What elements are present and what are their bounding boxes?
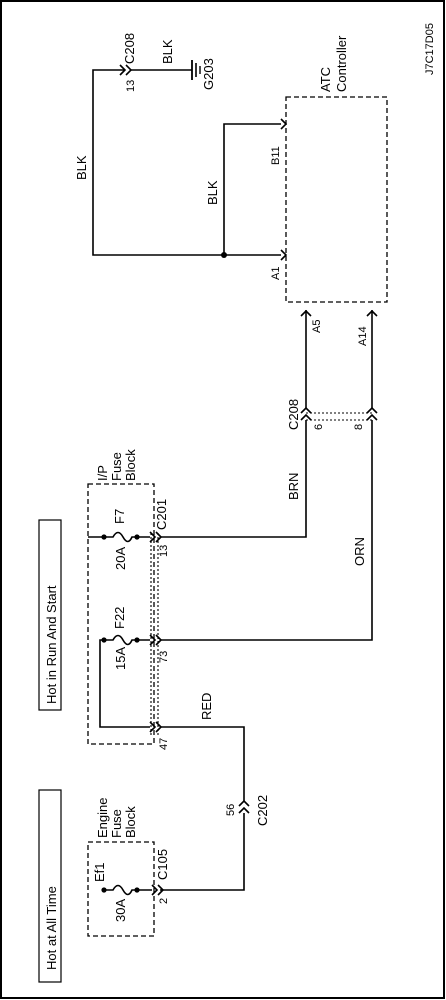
power-label-run-start: Hot in Run And Start (44, 585, 59, 704)
ip-fuse-block: I/P Fuse Block F7 20A F22 15A (87, 449, 155, 745)
connector-c208-top-label: C208 (122, 33, 137, 64)
connector-c201-pin-73: 73 (158, 651, 170, 663)
connector-c202-pin: 56 (225, 804, 237, 816)
connector-c105-label: C105 (155, 849, 170, 880)
engine-fuse-block-title-2: Fuse (109, 809, 124, 838)
power-label-always-box: Hot at All Time (38, 789, 62, 983)
wire-orn-label: ORN (352, 537, 367, 566)
engine-fuse-block-title-3: Block (123, 806, 138, 838)
connector-c208-shell (306, 412, 372, 421)
wire-brn-label: BRN (286, 473, 301, 500)
fuse-f7-name: F7 (112, 509, 127, 524)
atc-title-2: Controller (334, 35, 349, 92)
ip-fuse-block-title-3: Block (123, 449, 138, 481)
fuse-ef1-rating: 30A (113, 899, 128, 922)
connector-c201-shell (150, 533, 159, 735)
connector-c201-pin-47: 47 (158, 738, 170, 750)
figure-id: J7C17D05 (424, 23, 436, 75)
power-label-always: Hot at All Time (44, 886, 59, 970)
wire-c105-c202 (160, 813, 245, 891)
connector-c202-label: C202 (255, 795, 270, 826)
connector-c202-symbol (238, 799, 250, 814)
pin-b11-symbol (280, 118, 288, 130)
connector-c201-pin13 (137, 531, 163, 543)
power-label-run-start-box: Hot in Run And Start (38, 519, 62, 711)
wire-blk-outer (92, 69, 281, 256)
connector-c208-top-pin: 13 (125, 80, 137, 92)
ground-wire-label: BLK (160, 39, 175, 64)
atc-controller: ATC Controller (285, 35, 388, 303)
ground-icon (191, 60, 201, 80)
fuse-f22-rating: 15A (113, 647, 128, 670)
connector-c105-pin: 2 (158, 898, 170, 904)
wire-orn (161, 420, 373, 641)
pin-a5-symbol (300, 309, 312, 317)
connector-c201-pin-13: 13 (158, 545, 170, 557)
pin-a5-label: A5 (311, 320, 323, 333)
ip-fuse-block-title-1: I/P (95, 465, 110, 481)
engine-fuse-block: Engine Fuse Block Ef1 30A C105 2 (87, 798, 170, 937)
wire-blk-inner-label: BLK (205, 180, 220, 205)
connector-c201-pin73 (137, 634, 163, 646)
wire-red-label: RED (199, 693, 214, 720)
wire-brn (161, 420, 307, 538)
wire-red (160, 726, 245, 801)
wire-blk-outer-label: BLK (74, 155, 89, 180)
connector-c208-pin-6: 6 (313, 424, 325, 430)
pin-a1-label: A1 (270, 267, 282, 280)
fuse-ef1-name: Ef1 (92, 862, 107, 882)
connector-c208-label: C208 (286, 399, 301, 430)
connector-c201-label: C201 (154, 499, 169, 530)
atc-title-1: ATC (318, 67, 333, 92)
ip-fuse-block-title-2: Fuse (109, 452, 124, 481)
connector-c208-pin8 (366, 406, 378, 421)
splice-dot (221, 252, 227, 258)
pin-a1-symbol (280, 249, 288, 261)
pin-a14-symbol (366, 309, 378, 317)
wire-blk-inner (223, 123, 281, 255)
engine-fuse-block-title-1: Engine (95, 798, 110, 838)
connector-c105-symbol (137, 884, 165, 896)
connector-c201-pin47 (149, 721, 163, 733)
fuse-f7-rating: 20A (113, 547, 128, 570)
ground-label: G203 (201, 58, 216, 90)
connector-c208-pin6 (300, 406, 312, 421)
pin-b11-label: B11 (270, 146, 282, 165)
fuse-f22-name: F22 (112, 607, 127, 629)
pin-a14-label: A14 (357, 326, 369, 346)
connector-c208-pin-8: 8 (353, 424, 365, 430)
